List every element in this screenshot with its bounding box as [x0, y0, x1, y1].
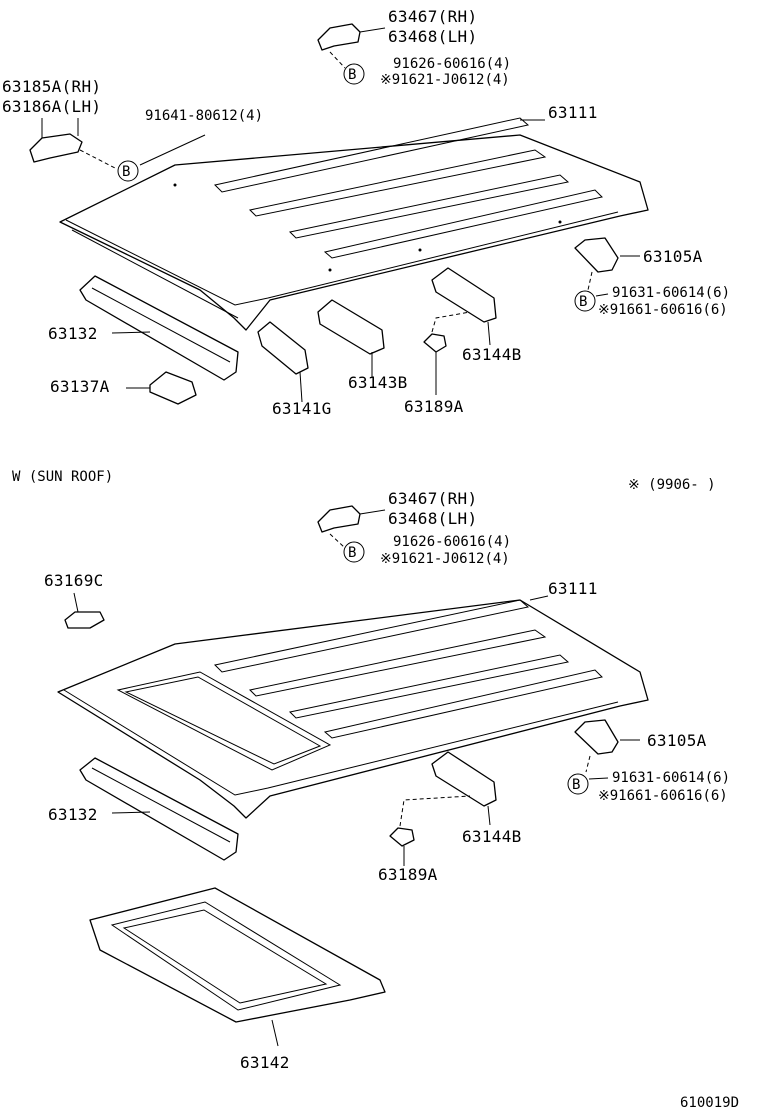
label-nut-plate: 63189A: [404, 397, 464, 416]
label-rear-bracket: 63105A: [643, 247, 703, 266]
label-bracket-front-rh-b: 63467(RH): [388, 489, 477, 508]
bolt-circle-front-letter-b: B: [348, 545, 356, 561]
label-bolt-front-1-b: 91626-60616(4): [393, 534, 511, 550]
roof-panel-sunroof: [57, 599, 649, 819]
bolt-circle-side: [117, 160, 139, 182]
label-bolt-rear-2: ※91661-60616(6): [598, 302, 728, 318]
rear-bracket-b: [574, 719, 619, 755]
label-nut-plate-b: 63189A: [378, 865, 438, 884]
front-header: [79, 275, 239, 381]
bolt-circle-front-b: [343, 541, 365, 563]
label-bow-rear: 63144B: [462, 345, 522, 364]
bottom-assembly: [57, 505, 649, 1047]
small-bracket: [149, 371, 197, 405]
side-bracket-b: [64, 611, 105, 629]
label-bolt-rear-1-b: 91631-60614(6): [612, 770, 730, 786]
figure-id: 610019D: [680, 1095, 739, 1111]
section-title: W (SUN ROOF): [12, 469, 113, 485]
nut-plate-b: [389, 827, 415, 847]
labels-bottom: 63467(RH) 63468(LH) B 91626-60616(4) ※91…: [44, 489, 730, 1072]
bow-front: [257, 321, 309, 375]
label-side-bracket-rh: 63185A(RH): [2, 77, 101, 96]
rear-bracket: [574, 237, 619, 273]
date-note: ※ (9906- ): [628, 477, 716, 493]
label-side-bracket-b: 63169C: [44, 571, 104, 590]
label-bracket-front-lh: 63468(LH): [388, 27, 477, 46]
label-roof-panel: 63111: [548, 103, 598, 122]
sunroof-frame: [89, 887, 386, 1047]
bolt-circle-front-letter: B: [348, 67, 356, 83]
label-bolt-side: 91641-80612(4): [145, 108, 263, 124]
bolt-circle-rear-letter: B: [579, 294, 587, 310]
label-front-header: 63132: [48, 324, 98, 343]
label-bolt-front-2-b: ※91621-J0612(4): [380, 551, 510, 567]
label-sunroof-frame: 63142: [240, 1053, 290, 1072]
roof-panel: [59, 117, 649, 331]
label-bracket-front-rh: 63467(RH): [388, 7, 477, 26]
front-bracket-b: [317, 505, 361, 533]
bolt-circle-rear: [574, 290, 596, 312]
bolt-circle-front: [343, 63, 365, 85]
bow-rear: [431, 267, 497, 323]
bow-mid: [317, 299, 385, 355]
label-small-bracket: 63137A: [50, 377, 110, 396]
bolt-circle-rear-letter-b: B: [572, 777, 580, 793]
label-bow-front: 63141G: [272, 399, 332, 418]
nut-plate: [423, 333, 447, 353]
bow-rear-b: [431, 751, 497, 807]
label-bolt-rear-2-b: ※91661-60616(6): [598, 788, 728, 804]
label-bolt-rear-1: 91631-60614(6): [612, 285, 730, 301]
label-rear-bracket-b: 63105A: [647, 731, 707, 750]
top-assembly: [29, 23, 649, 405]
front-bracket: [317, 23, 361, 51]
bolt-circle-rear-b: [567, 773, 589, 795]
label-bow-mid: 63143B: [348, 373, 408, 392]
bolt-circle-side-letter: B: [122, 164, 130, 180]
label-side-bracket-lh: 63186A(LH): [2, 97, 101, 116]
label-bow-rear-b: 63144B: [462, 827, 522, 846]
label-bracket-front-lh-b: 63468(LH): [388, 509, 477, 528]
side-bracket: [29, 133, 83, 163]
label-bolt-front-2: ※91621-J0612(4): [380, 72, 510, 88]
label-front-header-b: 63132: [48, 805, 98, 824]
label-bolt-front-1: 91626-60616(4): [393, 56, 511, 72]
labels-top: 63467(RH) 63468(LH) B 91626-60616(4) ※91…: [2, 7, 730, 418]
label-roof-panel-b: 63111: [548, 579, 598, 598]
front-header-b: [79, 757, 239, 861]
